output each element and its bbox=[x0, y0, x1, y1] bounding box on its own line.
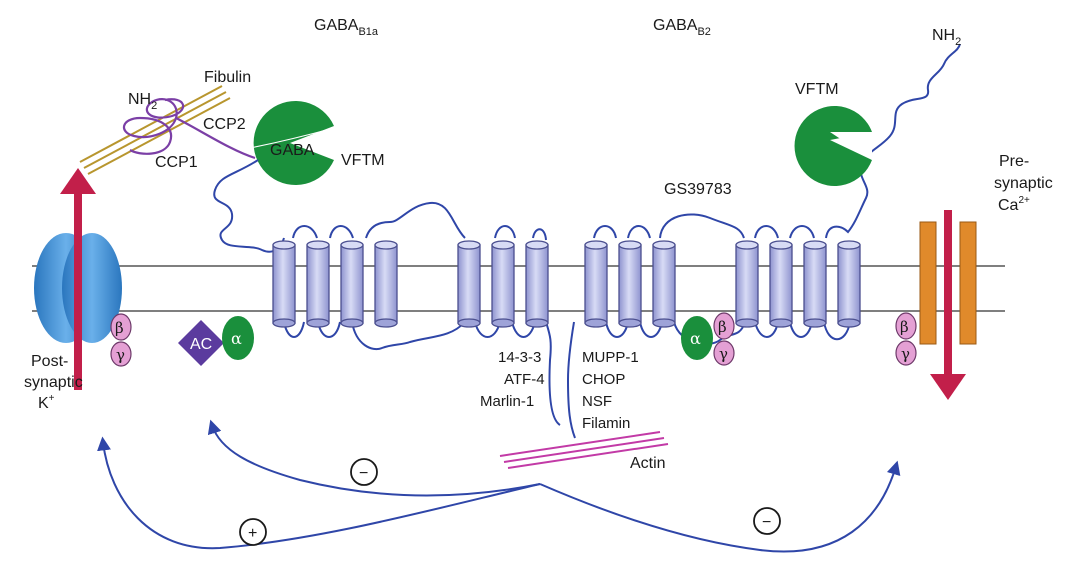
k-efflux-arrow bbox=[60, 168, 96, 390]
vftm-right bbox=[794, 106, 872, 186]
gaba-b1a-loops bbox=[213, 159, 561, 426]
galpha-symbol: α bbox=[231, 329, 242, 348]
postsynaptic-line1: Post- bbox=[31, 353, 68, 370]
nh2-left-label: NH2 bbox=[128, 91, 157, 112]
vftm-left bbox=[249, 100, 335, 186]
b1a-interactor-list: 14-3-3 ATF-4 Marlin-1 bbox=[480, 349, 545, 410]
postsynaptic-k: K+ bbox=[38, 393, 55, 412]
gaba-b1a-title: GABAB1a bbox=[314, 17, 379, 38]
ggamma-symbol: γ bbox=[719, 345, 728, 363]
gbeta-symbol: β bbox=[115, 319, 124, 337]
gaba-b1a-helices bbox=[272, 240, 549, 328]
ca-influx-arrow bbox=[930, 210, 966, 400]
tm-helix bbox=[306, 240, 330, 328]
svg-text:+: + bbox=[248, 525, 257, 542]
tm-helix bbox=[491, 240, 515, 328]
interactor-chop: CHOP bbox=[582, 371, 625, 388]
presynaptic-line1: Pre- bbox=[999, 153, 1029, 170]
tm-helix bbox=[618, 240, 642, 328]
galpha-left: α bbox=[222, 316, 254, 360]
interactor-14-3-3: 14-3-3 bbox=[498, 349, 541, 366]
tm-helix bbox=[735, 240, 759, 328]
ca-channel bbox=[919, 221, 977, 345]
tm-helix bbox=[584, 240, 608, 328]
ggamma-symbol: γ bbox=[116, 346, 125, 364]
interactor-nsf: NSF bbox=[582, 393, 612, 410]
nh2-right-label: NH2 bbox=[932, 27, 961, 48]
gaba-b2-helices bbox=[584, 240, 861, 328]
actin-filaments bbox=[499, 431, 669, 469]
presynaptic-ca: Ca2+ bbox=[998, 195, 1030, 214]
actin-label: Actin bbox=[630, 455, 666, 472]
tm-helix bbox=[803, 240, 827, 328]
adenylyl-cyclase: AC bbox=[178, 320, 224, 366]
tm-helix bbox=[837, 240, 861, 328]
fibulin-fibers bbox=[79, 85, 231, 175]
minus-sign-ac: − bbox=[350, 458, 378, 486]
ac-label: AC bbox=[190, 336, 212, 353]
ccp1-label: CCP1 bbox=[155, 154, 198, 171]
ccp-domains bbox=[123, 98, 256, 160]
svg-text:−: − bbox=[762, 514, 771, 531]
arrow-to-ca-channel bbox=[539, 460, 901, 553]
plus-sign-k: + bbox=[239, 518, 267, 546]
presynaptic-line2: synaptic bbox=[994, 175, 1053, 192]
tm-helix bbox=[457, 240, 481, 328]
fibulin-label: Fibulin bbox=[204, 69, 251, 86]
gbeta-symbol: β bbox=[900, 318, 909, 336]
ca-channel-gbeta-gamma: β γ bbox=[895, 312, 917, 366]
tm-helix bbox=[340, 240, 364, 328]
interactor-atf-4: ATF-4 bbox=[504, 371, 545, 388]
g-protein-b2: α β γ bbox=[681, 312, 735, 366]
tm-helix bbox=[525, 240, 549, 328]
gaba-ligand-label: GABA bbox=[270, 142, 315, 159]
tm-helix bbox=[272, 240, 296, 328]
vftm-right-label: VFTM bbox=[795, 81, 839, 98]
minus-sign-ca: − bbox=[753, 507, 781, 535]
gbeta-symbol: β bbox=[718, 318, 727, 336]
svg-text:−: − bbox=[359, 465, 368, 482]
gaba-b2-title: GABAB2 bbox=[653, 17, 711, 38]
arrow-to-k-channel bbox=[97, 436, 541, 550]
arrow-to-ac bbox=[207, 419, 541, 497]
gs39783-label: GS39783 bbox=[664, 181, 732, 198]
tm-helix bbox=[374, 240, 398, 328]
ccp2-label: CCP2 bbox=[203, 116, 246, 133]
postsynaptic-line2: synaptic bbox=[24, 374, 83, 391]
b2-interactor-list: MUPP-1 CHOP NSF Filamin bbox=[582, 349, 639, 432]
tm-helix bbox=[769, 240, 793, 328]
interactor-marlin-1: Marlin-1 bbox=[480, 393, 534, 410]
ggamma-symbol: γ bbox=[901, 345, 910, 363]
tm-helix bbox=[652, 240, 676, 328]
vftm-left-label: VFTM bbox=[341, 152, 385, 169]
galpha-symbol: α bbox=[690, 329, 701, 348]
interactor-mupp-1: MUPP-1 bbox=[582, 349, 639, 366]
interactor-filamin: Filamin bbox=[582, 415, 630, 432]
k-channel-gbeta-gamma: β γ bbox=[110, 313, 132, 367]
